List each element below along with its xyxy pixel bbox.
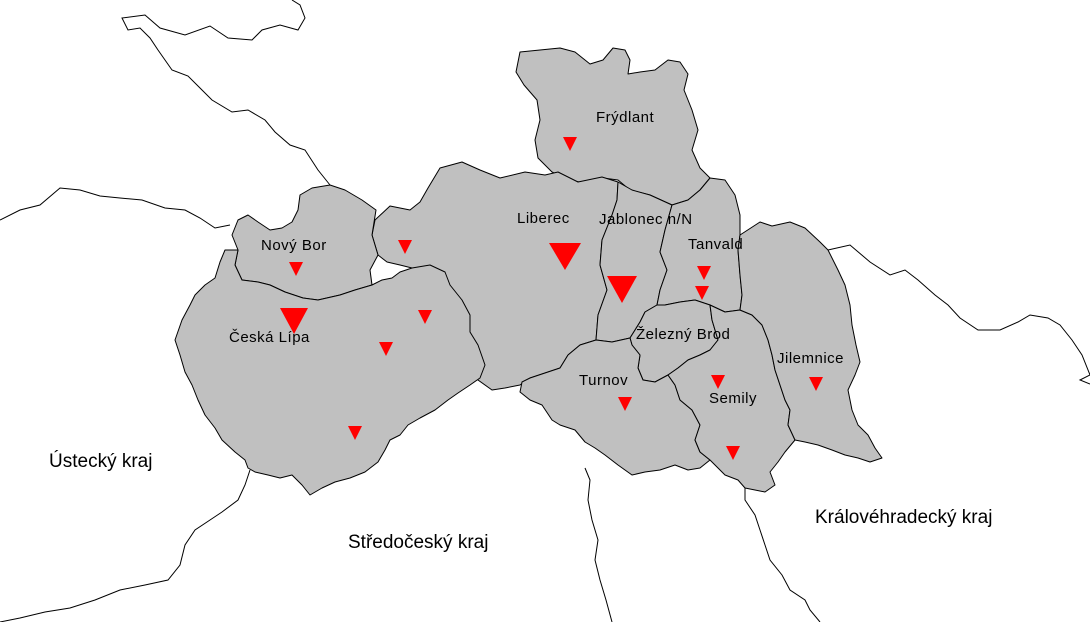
label-turnov: Turnov: [579, 372, 629, 389]
district-turnov: [519, 337, 711, 476]
label-ustecky-kraj: Ústecký kraj: [49, 451, 153, 472]
triangle-down-icon: [280, 308, 308, 334]
triangle-down-icon: [726, 446, 740, 460]
border-east-tail: [1078, 374, 1090, 385]
triangle-down-icon: [549, 243, 581, 270]
triangle-down-icon: [607, 276, 637, 303]
label-frydlant: Frýdlant: [596, 109, 655, 126]
border-stredocesky-east: [584, 467, 613, 622]
border-kralovehradecky-south: [744, 488, 821, 622]
district-jilemnice: [737, 221, 883, 463]
label-novy-bor: Nový Bor: [261, 237, 327, 254]
triangle-down-icon: [695, 286, 709, 300]
triangle-down-icon: [398, 240, 412, 254]
label-zelezny-brod: Železný Brod: [636, 326, 731, 343]
triangle-down-icon: [809, 377, 823, 391]
label-semily: Semily: [709, 390, 758, 407]
triangle-down-icon: [348, 426, 362, 440]
district-frydlant: [515, 47, 711, 206]
label-kralovehradecky-kraj: Královéhradecký kraj: [815, 507, 993, 528]
triangle-down-icon: [418, 310, 432, 324]
triangle-down-icon: [697, 266, 711, 280]
marker-group: [280, 137, 823, 460]
triangle-down-icon: [618, 397, 632, 411]
district-polygons: [174, 47, 883, 496]
label-tanvald: Tanvald: [688, 236, 744, 253]
district-ceska-lipa: [174, 249, 486, 496]
label-ceska-lipa: Česká Lípa: [229, 329, 310, 346]
label-jilemnice: Jilemnice: [777, 350, 845, 367]
label-stredocesky-kraj: Středočeský kraj: [348, 532, 489, 553]
triangle-down-icon: [711, 375, 725, 389]
border-stredocesky-west: [0, 469, 251, 622]
border-kralovehradecky-east: [827, 244, 1090, 376]
triangle-down-icon: [289, 262, 303, 276]
border-ustecky-north: [121, 0, 331, 186]
triangle-down-icon: [379, 342, 393, 356]
label-liberec: Liberec: [517, 210, 570, 227]
triangle-down-icon: [563, 137, 577, 151]
label-jablonec: Jablonec n/N: [599, 211, 693, 228]
border-ustecky-west: [0, 187, 231, 229]
